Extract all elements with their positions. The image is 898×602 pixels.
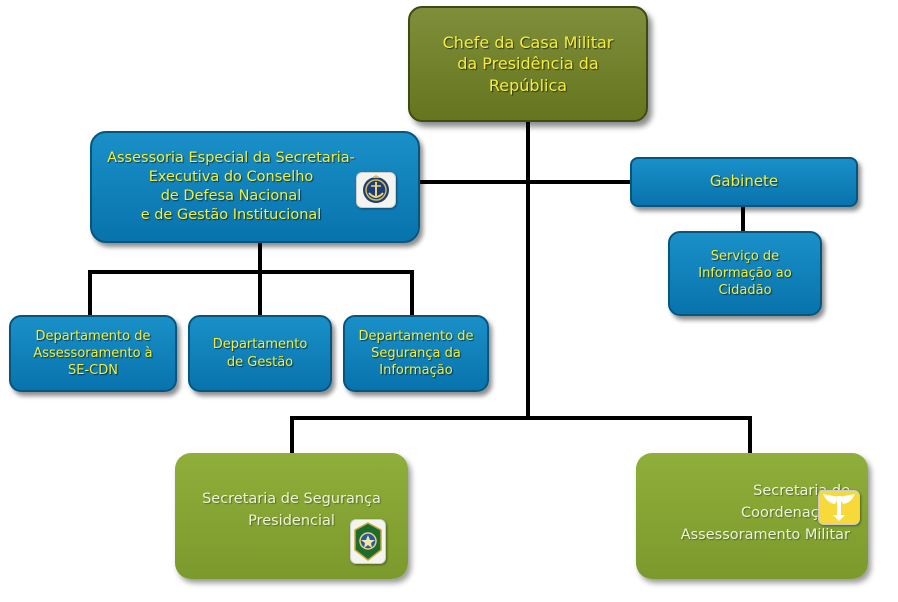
air-force-eagle-emblem-icon bbox=[818, 490, 860, 525]
department-box-assessoramento: Departamento de Assessoramento à SE-CDN bbox=[9, 315, 177, 392]
gabinete-box: Gabinete bbox=[630, 157, 858, 207]
gabinete-label: Gabinete bbox=[709, 172, 779, 191]
servico-box: Serviço de Informação ao Cidadão bbox=[668, 231, 822, 316]
servico-label: Serviço de Informação ao Cidadão bbox=[698, 248, 792, 299]
department-label: Departamento de Segurança da Informação bbox=[358, 328, 474, 379]
navy-anchor-emblem-icon bbox=[356, 172, 396, 208]
department-label: Departamento de Gestão bbox=[212, 337, 308, 370]
assessoria-label: Assessoria Especial da Secretaria- Execu… bbox=[107, 149, 355, 224]
department-box-gestao: Departamento de Gestão bbox=[188, 315, 332, 392]
army-emblem-icon bbox=[350, 519, 386, 564]
secretaria-seguranca-label: Secretaria de Segurança Presidencial bbox=[202, 491, 381, 529]
department-label: Departamento de Assessoramento à SE-CDN bbox=[33, 328, 153, 379]
chief-box: Chefe da Casa Militar da Presidência da … bbox=[408, 6, 648, 122]
department-box-seguranca-informacao: Departamento de Segurança da Informação bbox=[343, 315, 489, 392]
chief-label: Chefe da Casa Militar da Presidência da … bbox=[442, 33, 614, 95]
